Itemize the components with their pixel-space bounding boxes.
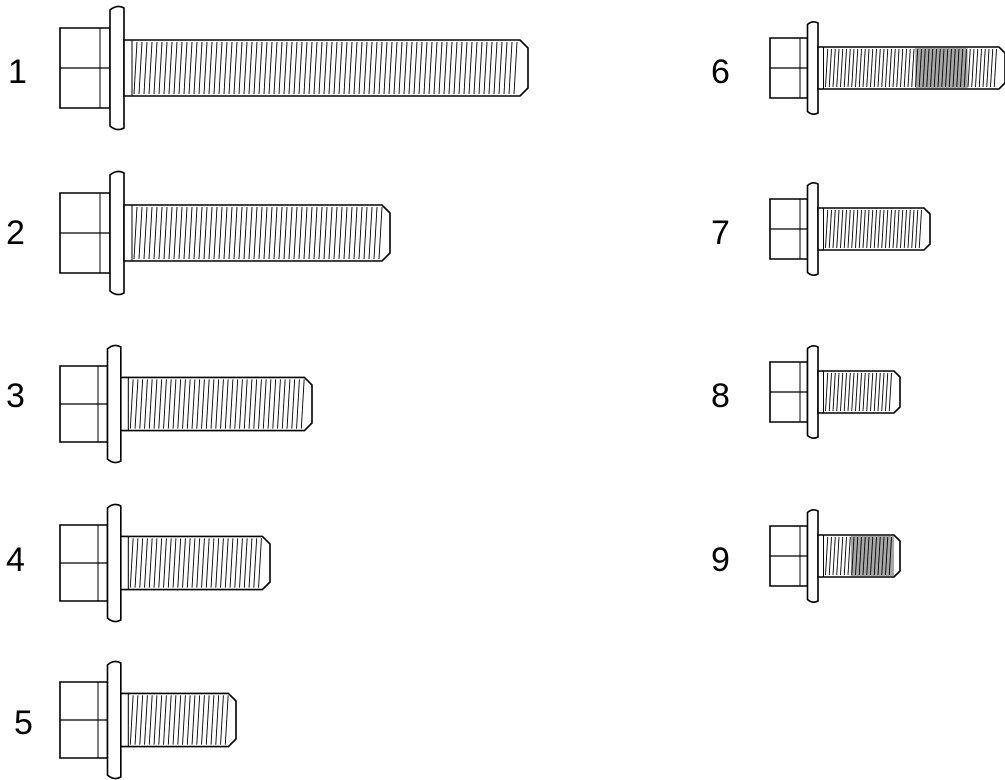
bolt-threads-1	[133, 41, 518, 95]
bolt-3	[59, 344, 313, 464]
bolt-shank-2	[123, 204, 391, 262]
bolt-flange-7	[806, 182, 819, 276]
bolt-9	[769, 509, 901, 603]
bolt-flange-5	[106, 660, 122, 780]
bolt-threads-8	[825, 372, 892, 412]
bolt-threads-3	[129, 379, 305, 429]
bolt-6	[769, 21, 1005, 115]
bolt-5	[59, 660, 237, 780]
bolt-2	[59, 170, 391, 296]
bolt-shank-4	[120, 535, 271, 591]
bolt-threads-6	[825, 48, 997, 88]
bolt-label-6: 6	[711, 53, 730, 91]
bolt-label-7: 7	[711, 214, 730, 252]
bolt-threads-9	[825, 536, 892, 576]
bolt-threads-5	[129, 695, 229, 745]
bolt-7	[769, 182, 931, 276]
bolt-label-3: 3	[6, 377, 25, 415]
bolt-flange-3	[106, 344, 122, 464]
bolt-flange-8	[806, 345, 819, 439]
bolt-flange-1	[109, 5, 125, 131]
bolt-label-1: 1	[8, 53, 27, 91]
bolt-label-8: 8	[711, 377, 730, 415]
bolt-threads-2	[133, 206, 383, 260]
bolt-flange-4	[106, 503, 122, 623]
bolt-8	[769, 345, 901, 439]
bolts-layer	[59, 5, 1005, 780]
bolt-flange-2	[109, 170, 125, 296]
bolt-1	[59, 5, 529, 131]
bolt-label-5: 5	[14, 704, 33, 742]
labels-layer: 1 2 3 4 5 6 7 8 9	[6, 53, 730, 742]
bolt-flange-9	[806, 509, 819, 603]
bolt-4	[59, 503, 271, 623]
bolt-label-2: 2	[6, 214, 25, 252]
bolt-flange-6	[806, 21, 819, 115]
bolt-label-4: 4	[6, 541, 25, 579]
bolt-threads-7	[825, 209, 922, 249]
bolt-label-9: 9	[711, 541, 730, 579]
bolt-threads-4	[129, 538, 262, 588]
